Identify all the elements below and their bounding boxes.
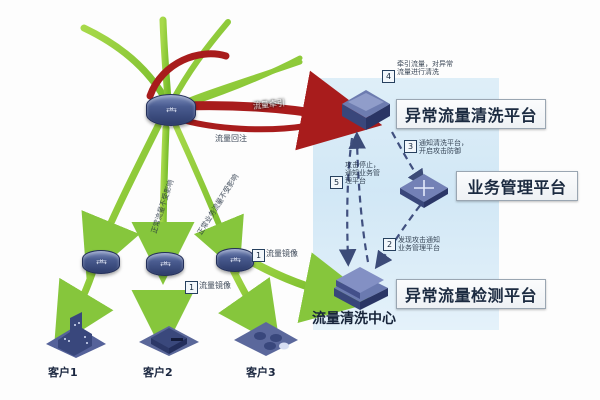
- customer-1-office-buildings-icon: [46, 312, 106, 358]
- business-platform-device-icon: [400, 174, 448, 208]
- platform-label-detection: 异常流量检测平台: [396, 279, 546, 309]
- router-glyph: ⇄⇆: [160, 260, 171, 268]
- customer-label-1: 客户1: [48, 366, 78, 379]
- cleaning-device-icon: [342, 90, 390, 130]
- step-badge-1a: 1: [252, 249, 265, 262]
- edge-router-1-icon: ⇄⇆: [82, 250, 120, 274]
- step-badge-3: 3: [404, 140, 417, 153]
- core-router-icon: ⇄⇆: [146, 94, 196, 126]
- cleaning-center-label: 流量清洗中心: [312, 311, 396, 327]
- step-text-3: 通知清洗平台， 开启攻击防御: [419, 139, 468, 156]
- flow-label-reinject: 流量回注: [215, 134, 247, 143]
- detection-device-icon: [334, 267, 388, 310]
- edge-router-2-icon: ⇄⇆: [146, 252, 184, 276]
- customer-label-3: 客户3: [246, 366, 276, 379]
- step-text-2: 发现攻击通知 业务管理平台: [398, 236, 440, 253]
- platform-label-cleaning: 异常流量清洗平台: [396, 99, 546, 129]
- edge-router-3-icon: ⇄⇆: [216, 248, 254, 272]
- step-text-5: 攻击停止， 通知业务管 理平台: [345, 161, 380, 186]
- customer-3-datacenter-floor-icon: [234, 322, 298, 356]
- step-badge-2: 2: [383, 238, 396, 251]
- customer-label-2: 客户2: [143, 366, 173, 379]
- flow-label-traction: 流量牵引: [252, 98, 286, 111]
- step-badge-4: 4: [382, 70, 395, 83]
- router-glyph: ⇄⇆: [230, 256, 241, 264]
- flow-label-normal-traffic-2: 正常业务流量不受影响: [196, 172, 240, 237]
- step-text-1b: 流量镜像: [199, 281, 231, 290]
- platform-label-business: 业务管理平台: [456, 171, 578, 201]
- step-badge-1b: 1: [185, 281, 198, 294]
- router-glyph: ⇄⇆: [166, 106, 177, 114]
- step-badge-5: 5: [330, 176, 343, 189]
- router-glyph: ⇄⇆: [96, 258, 107, 266]
- step-text-4: 牵引流量，对异常 流量进行清洗: [397, 60, 453, 77]
- step-text-1a: 流量镜像: [266, 249, 298, 258]
- flow-label-normal-traffic-1: 正常流量不受影响: [150, 178, 175, 235]
- customer-2-server-rack-icon: [139, 326, 199, 356]
